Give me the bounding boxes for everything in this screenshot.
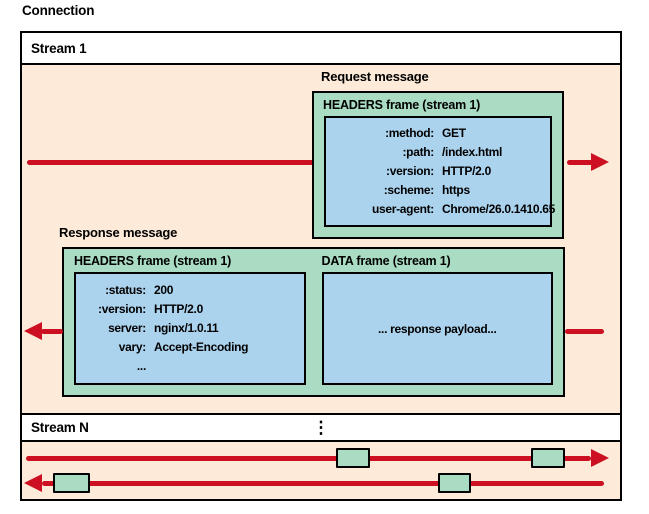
streamN-header-bar: Stream N ⋮ [22,415,620,442]
frame-title: DATA frame (stream 1) [321,254,451,268]
header-key: user-agent: [371,202,434,216]
header-value: /index.html [442,145,503,159]
header-value [154,357,298,376]
header-key: :status: [105,283,146,297]
vertical-ellipsis-icon: ⋮ [312,417,330,437]
right-arrow-icon [591,153,609,171]
header-key: :path: [402,145,434,159]
header-key: ... [136,359,146,373]
header-value: Chrome/26.0.1410.65 [442,202,556,216]
stream1-header-bar: Stream 1 [22,33,620,65]
headers-table: :method: GET :path: /index.html :version… [334,124,555,219]
frame-chip [53,473,90,493]
frame-chip [336,448,370,468]
header-key: :version: [386,164,434,178]
header-value: Accept-Encoding [154,340,249,354]
header-value: HTTP/2.0 [154,302,203,316]
left-arrow-icon [24,322,42,340]
request-arrow-line [27,160,314,165]
frame-chip [438,473,471,493]
streamN-lane [22,442,620,499]
header-key: vary: [118,340,147,354]
frame-chip [531,448,565,468]
header-value: GET [442,126,466,140]
response-frame-group: HEADERS frame (stream 1) :status: 200 :v… [62,247,565,397]
response-headers-frame: HEADERS frame (stream 1) :status: 200 :v… [74,249,306,385]
request-message-label: Request message [321,69,429,84]
streamN-response-arrow-line [42,481,604,486]
left-arrow-icon [24,474,42,492]
header-key: server: [108,321,146,335]
response-arrow-line [565,329,604,334]
response-data-frame: DATA frame (stream 1) ... response paylo… [321,249,553,385]
response-message-label: Response message [59,225,178,240]
header-value: nginx/1.0.11 [154,321,219,335]
streamN-label: Stream N [31,420,89,435]
header-value: https [442,183,470,197]
request-headers-payload: :method: GET :path: /index.html :version… [324,116,555,227]
stream1-label: Stream 1 [31,40,87,56]
header-value: HTTP/2.0 [442,164,491,178]
headers-table: :status: 200 :version: HTTP/2.0 server: … [82,281,298,376]
right-arrow-icon [591,449,609,467]
connection-box: Stream 1 Request message HEADERS frame (… [20,31,622,501]
frame-title: HEADERS frame (stream 1) [323,98,481,112]
request-headers-frame: HEADERS frame (stream 1) :method: GET :p… [312,91,564,239]
header-key: :version: [98,302,146,316]
stream1-lane: Request message HEADERS frame (stream 1)… [22,65,620,415]
frame-title: HEADERS frame (stream 1) [74,254,232,268]
response-headers-payload: :status: 200 :version: HTTP/2.0 server: … [74,272,306,385]
request-arrow-line [567,160,593,165]
header-key: :method: [385,126,434,140]
header-value: 200 [154,283,174,297]
response-arrow-line [41,329,63,334]
header-key: :scheme: [383,183,435,197]
connection-label: Connection [22,3,95,18]
streamN-request-arrow-line [26,456,591,461]
data-payload: ... response payload... [321,272,553,385]
